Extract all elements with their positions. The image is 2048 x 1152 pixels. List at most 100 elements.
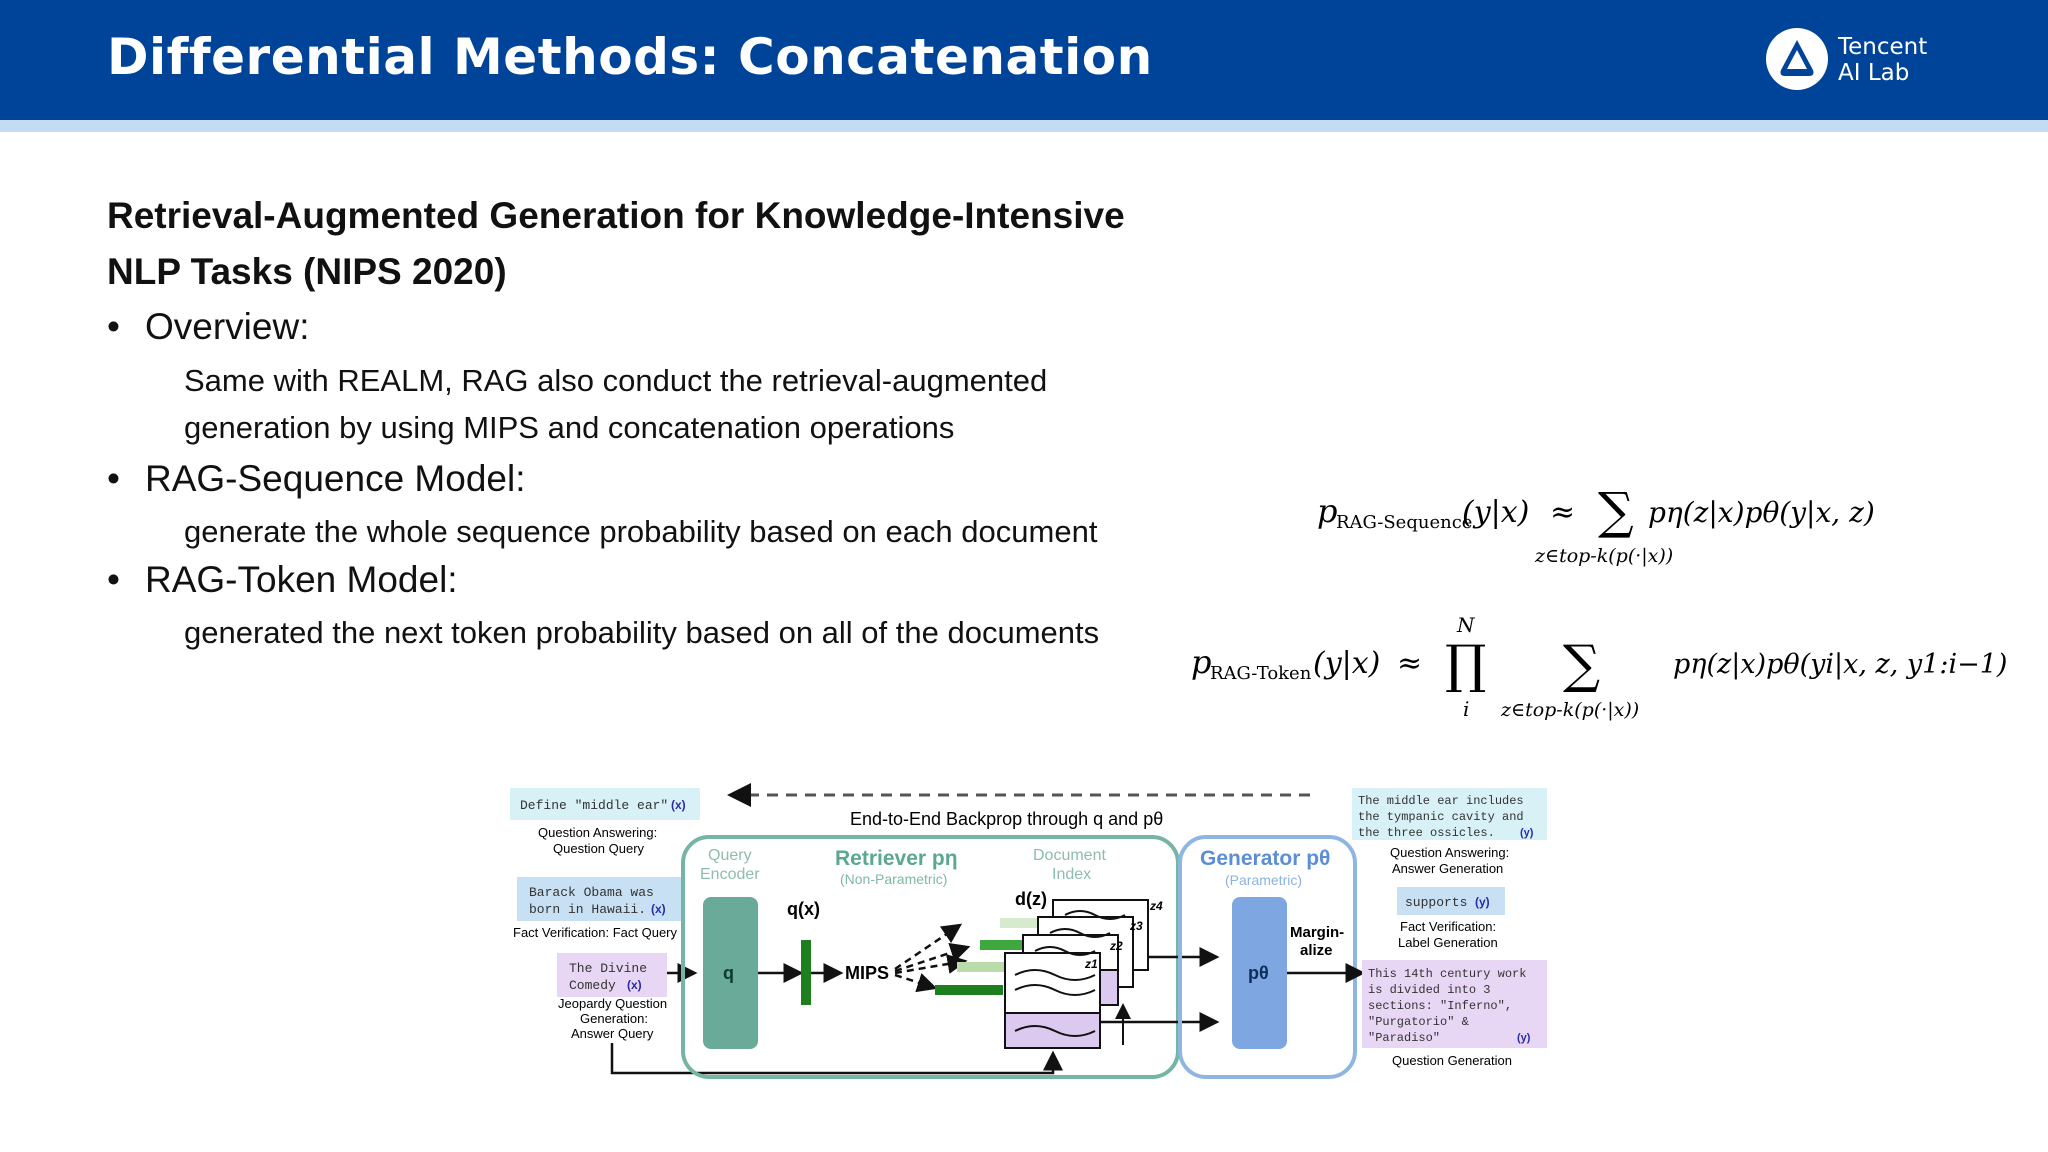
- formula-rag-sequence: p RAG-Sequence (y|x) ≈ ∑ pη(z|x)pθ(y|x, …: [1310, 478, 1910, 578]
- tencent-ai-lab-logo: Tencent AI Lab: [1764, 26, 2048, 96]
- formula-args: (y|x): [1462, 495, 1529, 530]
- document-index-label: Document: [1033, 847, 1106, 864]
- input-bypass-line: [610, 1043, 1063, 1075]
- text-line: generation by using MIPS and concatenati…: [184, 410, 955, 445]
- ptheta-label: pθ: [1248, 963, 1269, 983]
- tencent-logo-icon: [1766, 28, 1828, 90]
- mips-label: MIPS: [845, 963, 889, 983]
- input-qa-tag: (x): [671, 798, 686, 812]
- logo-line-2: AI Lab: [1838, 60, 1910, 86]
- input-jeopardy-text: The Divine: [569, 961, 647, 976]
- output-qa-text: the tympanic cavity and: [1358, 810, 1524, 824]
- input-jeopardy-caption: Jeopardy Question: [558, 996, 667, 1011]
- generator-title: Generator pθ: [1200, 847, 1330, 870]
- formula-subscript: RAG-Token: [1210, 663, 1312, 684]
- text-line: Same with REALM, RAG also conduct the re…: [184, 363, 1048, 398]
- z4-label: z4: [1149, 899, 1163, 913]
- formula-product-top: N: [1456, 613, 1476, 637]
- mips-arrow: [894, 923, 963, 971]
- text-line: generate the whole sequence probability …: [184, 514, 1098, 549]
- bullet-rag-token-text: generated the next token probability bas…: [184, 609, 1099, 656]
- formula-product: ∏: [1445, 635, 1486, 695]
- input-fact-text: born in Hawaii.: [529, 902, 646, 917]
- logo-line-1: Tencent: [1838, 34, 1928, 60]
- input-qa-box: [510, 788, 700, 820]
- z1-label: z1: [1084, 957, 1098, 971]
- q-label: q: [723, 963, 734, 983]
- doc-vector: [1000, 918, 1055, 928]
- retriever-title: Retriever pη: [835, 847, 958, 870]
- bullet-dot: •: [107, 306, 120, 347]
- backprop-label: End-to-End Backprop through q and pθ: [850, 809, 1163, 829]
- qx-label: q(x): [787, 899, 820, 919]
- text-line: generated the next token probability bas…: [184, 615, 1100, 650]
- input-fact-caption: Fact Verification: Fact Query: [513, 925, 678, 940]
- query-encoder-label: Encoder: [700, 866, 760, 883]
- generator-block: [1232, 897, 1287, 1049]
- input-qa-caption: Question Answering:: [538, 825, 657, 840]
- input-jeopardy-box: [557, 953, 667, 997]
- output-jeopardy-text: "Purgatorio" &: [1368, 1015, 1469, 1029]
- output-jeopardy-text: This 14th century work: [1368, 967, 1526, 981]
- bullet-rag-sequence: •RAG-Sequence Model:: [107, 458, 525, 500]
- marginalize-label: Margin-: [1290, 924, 1344, 941]
- input-qa-text: Define "middle ear": [520, 798, 668, 813]
- bullet-label: Overview:: [145, 306, 310, 347]
- input-jeopardy-text: Comedy: [569, 978, 616, 993]
- output-jeopardy-text: "Paradiso": [1368, 1031, 1440, 1045]
- document-stack: [1004, 899, 1149, 1049]
- paper-title: Retrieval-Augmented Generation for Knowl…: [107, 195, 1125, 292]
- formula-sum: ∑: [1563, 635, 1600, 695]
- input-fact-tag: (x): [651, 902, 666, 916]
- output-qa-text: The middle ear includes: [1358, 794, 1524, 808]
- formula-approx: ≈: [1397, 646, 1422, 681]
- formula-rhs: pη(z|x)pθ(yi|x, z, y1:i−1): [1673, 649, 2007, 680]
- formula-args: (y|x): [1313, 646, 1380, 681]
- formula-sum-index: z∈top-k(p(·|x)): [1534, 545, 1673, 567]
- output-jeopardy-text: sections: "Inferno",: [1368, 999, 1512, 1013]
- query-encoder-block: [703, 897, 758, 1049]
- formula-p: p: [1317, 492, 1337, 530]
- bullet-dot: •: [107, 559, 120, 600]
- bullet-label: RAG-Token Model:: [145, 559, 458, 600]
- input-jeopardy-caption: Generation:: [580, 1011, 648, 1026]
- input-jeopardy-caption: Answer Query: [571, 1026, 654, 1041]
- generator-subtitle: (Parametric): [1225, 872, 1302, 888]
- output-fact-caption: Label Generation: [1398, 935, 1498, 950]
- output-qa-text: the three ossicles.: [1358, 826, 1495, 840]
- input-fact-box: [517, 877, 685, 921]
- doc-vector: [957, 962, 1012, 972]
- input-jeopardy-tag: (x): [627, 978, 642, 992]
- output-jeopardy-box: [1362, 960, 1547, 1048]
- header-stripe: [0, 120, 2048, 132]
- output-jeopardy-caption: Question Generation: [1392, 1053, 1512, 1068]
- doc-vector: [935, 985, 1003, 995]
- retriever-subtitle: (Non-Parametric): [840, 871, 947, 887]
- mips-arrow: [894, 973, 938, 993]
- bullet-dot: •: [107, 458, 120, 499]
- formula-sum: ∑: [1598, 482, 1634, 540]
- rag-architecture-diagram: End-to-End Backprop through q and pθ Def…: [505, 775, 1550, 1090]
- slide-header: [0, 0, 2048, 120]
- formula-rhs: pη(z|x)pθ(y|x, z): [1648, 496, 1875, 529]
- formula-subscript: RAG-Sequence: [1336, 512, 1472, 533]
- input-qa-caption: Question Query: [553, 841, 645, 856]
- output-fact-text: supports: [1405, 895, 1467, 910]
- bullet-overview-text: Same with REALM, RAG also conduct the re…: [184, 357, 1047, 451]
- output-qa-caption: Answer Generation: [1392, 861, 1503, 876]
- z3-label: z3: [1129, 919, 1143, 933]
- marginalize-label: alize: [1300, 942, 1333, 959]
- output-fact-caption: Fact Verification:: [1400, 919, 1496, 934]
- formula-p: p: [1191, 643, 1211, 681]
- output-jeopardy-text: is divided into 3: [1368, 983, 1490, 997]
- formula-rag-token: p RAG-Token (y|x) ≈ ∏ N i ∑ z∈top-k(p(·|…: [1185, 610, 2030, 730]
- formula-sum-index: z∈top-k(p(·|x)): [1500, 699, 1639, 721]
- slide-title: Differential Methods: Concatenation: [107, 28, 1153, 86]
- output-fact-box: [1397, 887, 1505, 915]
- output-qa-box: [1352, 788, 1547, 840]
- query-encoder-label: Query: [708, 847, 752, 864]
- generator-box: [1178, 835, 1357, 1079]
- query-vector: [801, 940, 811, 1005]
- bullet-rag-token: • RAG-Token Model:: [107, 559, 458, 601]
- logo-text: Tencent AI Lab: [1838, 34, 1927, 86]
